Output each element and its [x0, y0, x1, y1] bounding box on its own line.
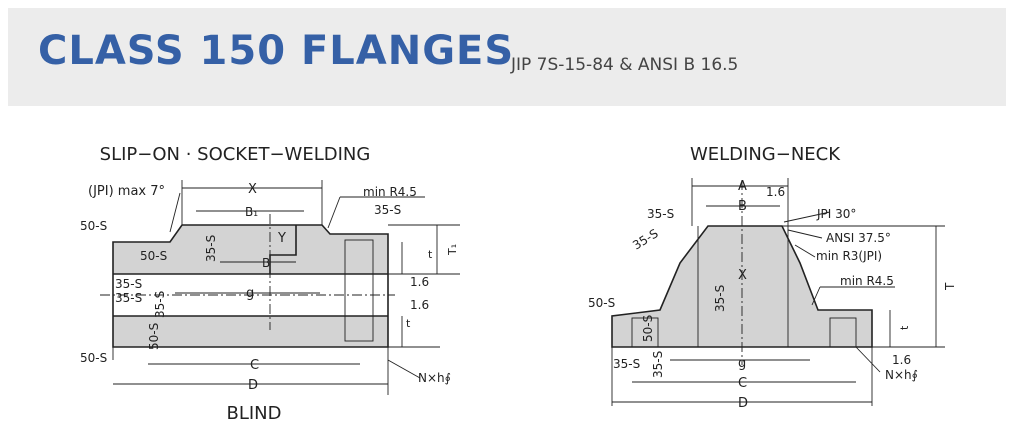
- svg-text:35-S: 35-S: [153, 291, 167, 318]
- svg-text:N×h∮: N×h∮: [885, 368, 918, 382]
- svg-text:1.6: 1.6: [410, 298, 429, 312]
- svg-text:T: T: [943, 282, 957, 291]
- page-subtitle: JIP 7S-15-84 & ANSI B 16.5: [511, 55, 739, 75]
- svg-text:A: A: [738, 179, 747, 194]
- svg-text:T₁: T₁: [446, 244, 459, 256]
- svg-text:C: C: [738, 376, 747, 391]
- page-title: CLASS 150 FLANGES: [38, 28, 515, 74]
- svg-text:1.6: 1.6: [766, 185, 785, 199]
- slip-on-rim-top: [330, 234, 388, 274]
- slip-on-drawing: SLIP−ON · SOCKET−WELDING: [80, 144, 460, 424]
- neck-body: [612, 226, 872, 347]
- svg-text:B: B: [262, 256, 270, 270]
- svg-text:Y: Y: [277, 231, 286, 246]
- svg-text:X: X: [738, 268, 747, 283]
- svg-text:50-S: 50-S: [140, 249, 167, 263]
- svg-text:35-S: 35-S: [613, 357, 640, 371]
- svg-text:50-S: 50-S: [147, 323, 161, 350]
- caption-welding-neck: WELDING−NECK: [690, 144, 841, 165]
- svg-text:35-S: 35-S: [115, 277, 142, 291]
- svg-text:1.6: 1.6: [410, 275, 429, 289]
- label-jpi-max: (JPI) max 7°: [88, 184, 165, 199]
- svg-text:35-S: 35-S: [647, 207, 674, 221]
- bolt-hole-left: [631, 317, 659, 348]
- svg-text:35-S: 35-S: [713, 285, 727, 312]
- svg-text:C: C: [250, 358, 259, 373]
- svg-text:50-S: 50-S: [641, 315, 655, 342]
- svg-text:X: X: [248, 182, 257, 197]
- svg-text:t: t: [406, 317, 411, 330]
- svg-text:min R4.5: min R4.5: [363, 185, 417, 199]
- svg-text:min R4.5: min R4.5: [840, 274, 894, 288]
- svg-text:1.6: 1.6: [892, 353, 911, 367]
- svg-text:35-S: 35-S: [630, 226, 661, 252]
- svg-text:g: g: [246, 286, 254, 301]
- svg-text:B₁: B₁: [245, 205, 258, 219]
- bolt-hole-right: [829, 317, 857, 348]
- welding-neck-drawing: WELDING−NECK A 1.6 B JPI 30°: [588, 144, 957, 411]
- svg-text:g: g: [738, 356, 746, 371]
- svg-text:D: D: [738, 396, 748, 411]
- svg-text:50-S: 50-S: [80, 351, 107, 365]
- slip-on-outline: [112, 224, 389, 348]
- svg-text:35-S: 35-S: [374, 203, 401, 217]
- svg-text:t: t: [428, 248, 433, 261]
- svg-text:ANSI 37.5°: ANSI 37.5°: [826, 231, 891, 245]
- svg-text:50-S: 50-S: [588, 296, 615, 310]
- svg-text:35-S: 35-S: [651, 351, 665, 378]
- slip-on-body-bottom: [113, 316, 330, 347]
- svg-text:min R3(JPI): min R3(JPI): [816, 249, 882, 263]
- svg-text:N×h∮: N×h∮: [418, 371, 451, 385]
- svg-text:D: D: [248, 378, 258, 393]
- svg-text:35-S: 35-S: [204, 235, 218, 262]
- caption-slip-on: SLIP−ON · SOCKET−WELDING: [100, 144, 371, 165]
- bolt-hole: [344, 239, 374, 342]
- slip-on-rim-bottom: [330, 316, 388, 347]
- caption-blind: BLIND: [226, 403, 281, 424]
- svg-text:t: t: [898, 325, 911, 330]
- header-banner: [8, 8, 1006, 106]
- svg-text:B: B: [738, 199, 747, 214]
- svg-text:JPI 30°: JPI 30°: [816, 207, 856, 221]
- svg-text:35-S: 35-S: [115, 291, 142, 305]
- svg-text:50-S: 50-S: [80, 219, 107, 233]
